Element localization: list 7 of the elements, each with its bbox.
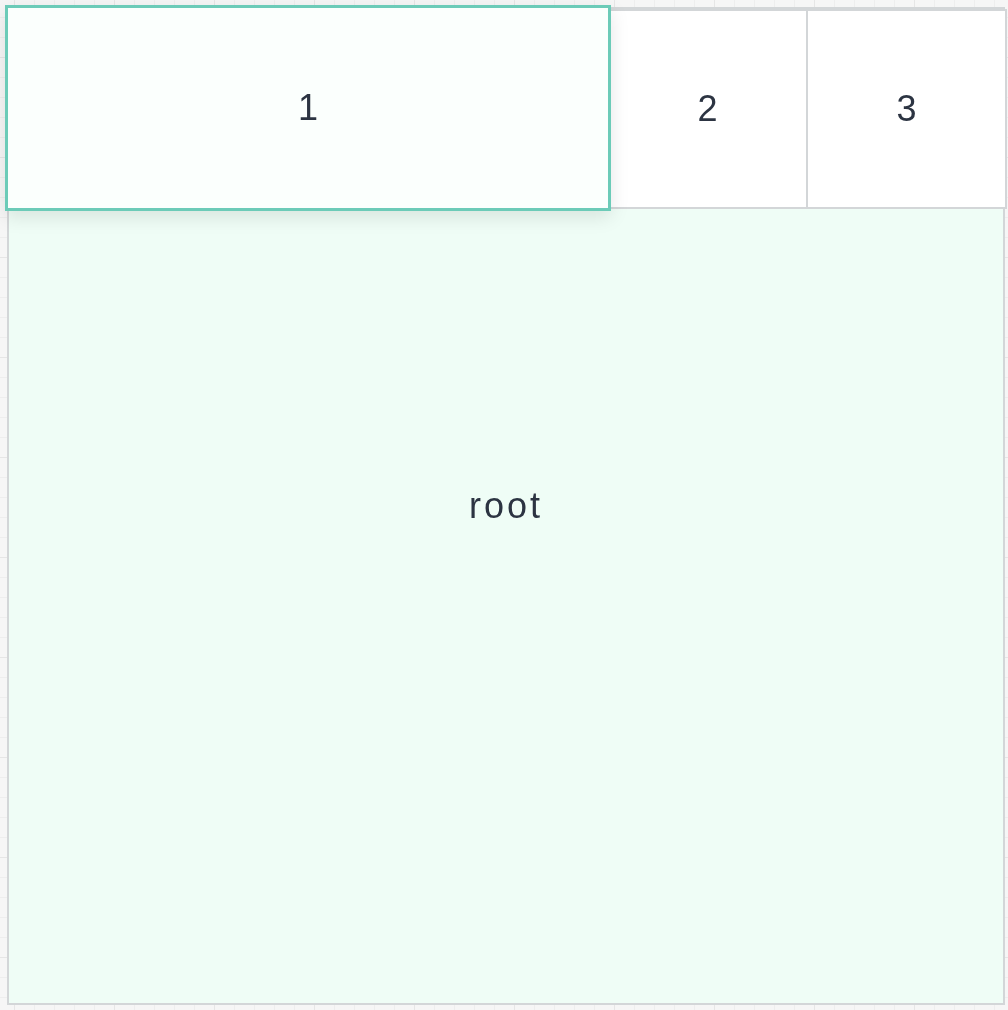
- pane-label: 1: [298, 90, 318, 126]
- layout-pane: [806, 9, 1007, 209]
- pane-label: 2: [697, 91, 718, 127]
- layout-container: [7, 7, 1005, 1005]
- container-label: root: [469, 488, 543, 524]
- pane-label: 3: [896, 91, 917, 127]
- selected-layout-pane: [5, 5, 611, 211]
